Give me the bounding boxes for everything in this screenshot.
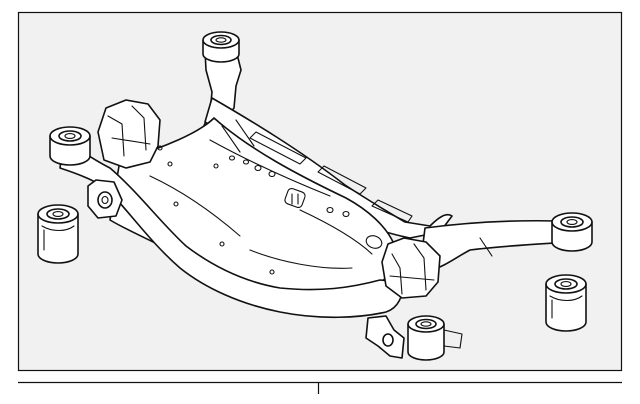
bushing-right-loose bbox=[545, 274, 587, 332]
mount-rear-top bbox=[202, 31, 240, 63]
subframe-assembly bbox=[59, 49, 575, 359]
mount-left-rear bbox=[49, 126, 91, 166]
mount-front-bottom bbox=[407, 315, 463, 361]
bushing-left-loose bbox=[37, 204, 79, 264]
mount-right-front bbox=[551, 212, 593, 252]
